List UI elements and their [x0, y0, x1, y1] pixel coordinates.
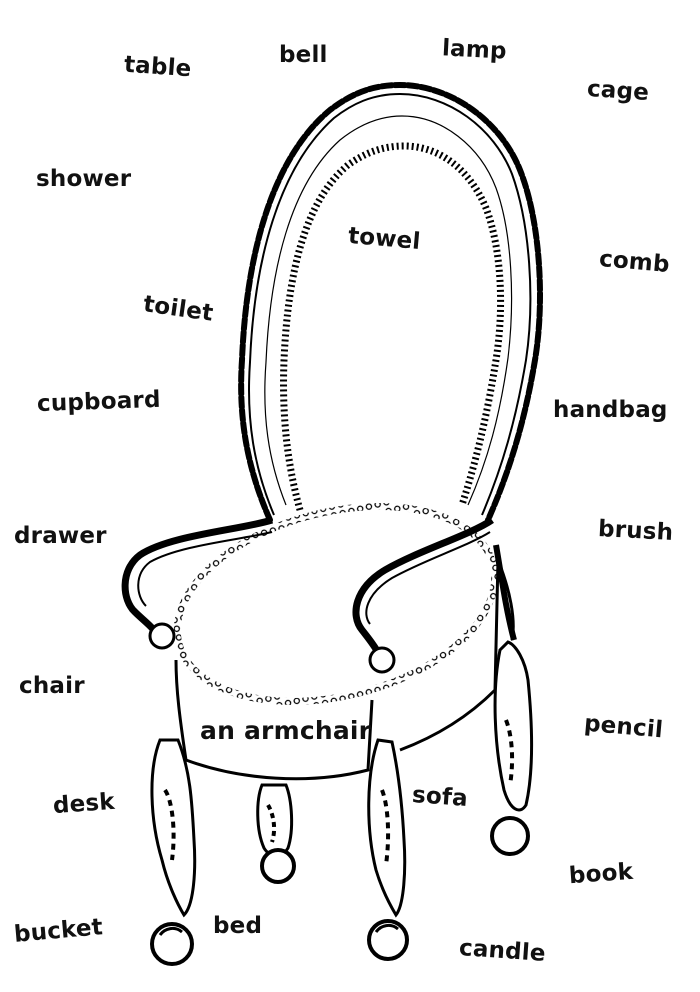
right-back-post	[493, 544, 517, 641]
backrest-thin-line	[264, 115, 513, 506]
left-armrest-inner	[137, 531, 273, 607]
word-candle: candle	[458, 935, 547, 967]
back-middle-leg	[256, 783, 296, 884]
right-armrest-inner	[365, 531, 491, 625]
right-armrest	[352, 517, 494, 658]
word-bed: bed	[213, 913, 263, 939]
backrest-outer-scalloped	[238, 81, 543, 523]
backrest-inner-serrated	[280, 142, 505, 511]
word-lamp: lamp	[441, 35, 508, 65]
word-brush: brush	[597, 516, 674, 546]
word-drawer: drawer	[14, 523, 107, 549]
word-cupboard: cupboard	[36, 386, 162, 418]
front-right-leg	[367, 738, 409, 961]
left-arm-knob	[148, 622, 176, 650]
word-an-armchair: an armchair	[200, 716, 372, 745]
word-sofa: sofa	[411, 782, 469, 812]
front-left-leg	[150, 738, 197, 966]
word-handbag: handbag	[553, 397, 668, 423]
word-desk: desk	[52, 788, 116, 820]
word-shower: shower	[36, 166, 132, 192]
left-armrest	[121, 516, 274, 642]
back-right-leg	[490, 640, 533, 856]
word-book: book	[568, 858, 634, 890]
right-arm-knob	[368, 646, 396, 674]
word-cage: cage	[586, 75, 650, 107]
word-table: table	[123, 51, 193, 83]
backrest-outer-line	[248, 92, 532, 516]
seat-front	[174, 659, 374, 781]
seat-beaded-edge	[173, 503, 499, 705]
word-comb: comb	[598, 245, 671, 279]
word-bell: bell	[279, 42, 328, 68]
word-towel: towel	[347, 222, 422, 256]
word-chair: chair	[19, 673, 85, 699]
